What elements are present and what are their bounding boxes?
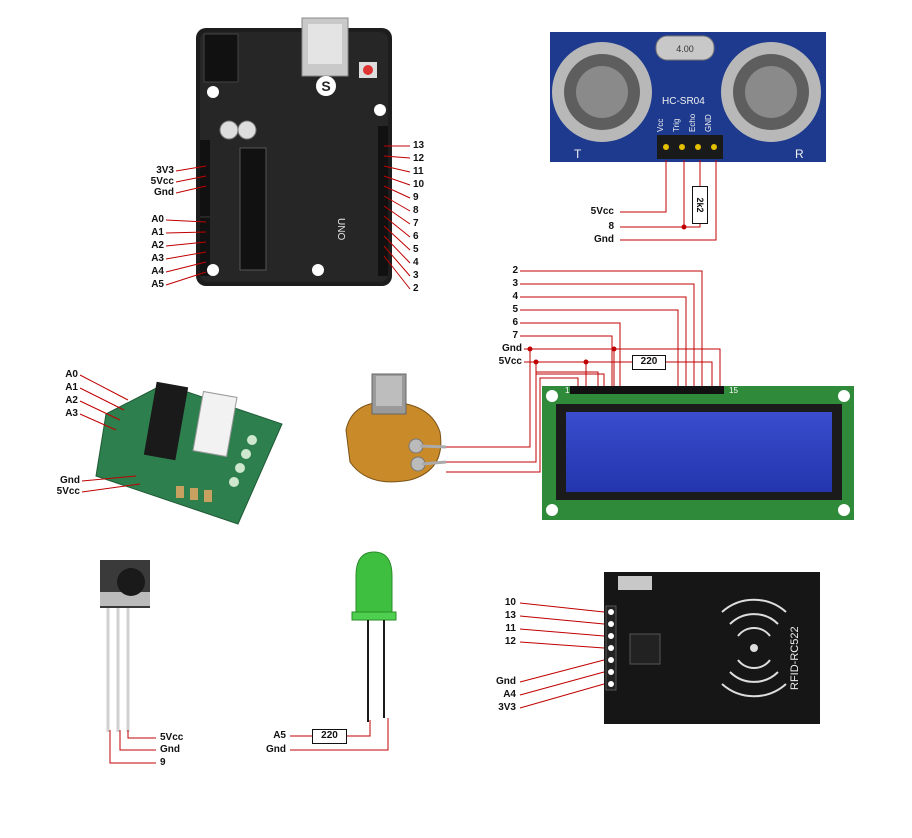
hc-sr04-wires bbox=[620, 160, 717, 241]
rfid-label-a4: A4 bbox=[503, 689, 516, 700]
rfid-rc522-module bbox=[604, 572, 820, 724]
potentiometer bbox=[345, 373, 447, 483]
hc-sr04-resistor-2k2: 2k2 bbox=[692, 186, 708, 224]
arduino-label-d8: 8 bbox=[413, 205, 419, 216]
rfid-model-text: RFID-RC522 bbox=[789, 626, 801, 690]
led-resistor-220: 220 bbox=[312, 729, 347, 744]
lcd-label-3: 3 bbox=[512, 278, 518, 289]
lcd-label-4: 4 bbox=[512, 291, 518, 302]
arduino-label-d7: 7 bbox=[413, 218, 419, 229]
rfid-label-10: 10 bbox=[504, 597, 516, 608]
arduino-label-d11: 11 bbox=[413, 166, 424, 177]
hc-sr04-r-text: R bbox=[795, 147, 804, 161]
arduino-label-a1: A1 bbox=[151, 227, 164, 238]
lcd-pin-end-text: 15 bbox=[729, 386, 738, 395]
lcd-label-6: 6 bbox=[512, 317, 518, 328]
lcd-label-gnd: Gnd bbox=[502, 343, 522, 354]
rfid-label-11: 11 bbox=[505, 623, 516, 634]
lcd-pin-start-text: 1 bbox=[565, 386, 570, 395]
rfid-label-13: 13 bbox=[504, 610, 516, 621]
arduino-label-d3: 3 bbox=[413, 270, 419, 281]
hc-sr04-crystal-text: 4.00 bbox=[676, 44, 694, 54]
stepper-label-a2: A2 bbox=[65, 395, 78, 406]
hc-sr04-module bbox=[550, 32, 826, 162]
arduino-label-a3: A3 bbox=[151, 253, 164, 264]
arduino-label-d13: 13 bbox=[413, 140, 425, 151]
arduino-label-gnd: Gnd bbox=[154, 187, 174, 198]
hc-sr04-label-gnd: Gnd bbox=[594, 234, 614, 245]
hc-sr04-model-text: HC-SR04 bbox=[662, 96, 705, 107]
arduino-label-a2: A2 bbox=[151, 240, 164, 251]
hc-sr04-label-8: 8 bbox=[608, 221, 614, 232]
stepper-label-gnd: Gnd bbox=[60, 475, 80, 486]
arduino-board: S bbox=[196, 17, 392, 286]
arduino-label-d4: 4 bbox=[413, 257, 419, 268]
arduino-label-d6: 6 bbox=[413, 231, 419, 242]
hc-sr04-label-5vcc: 5Vcc bbox=[590, 206, 614, 217]
lcd-label-5: 5 bbox=[512, 304, 518, 315]
rfid-label-3v3: 3V3 bbox=[498, 702, 516, 713]
stepper-label-a0: A0 bbox=[65, 369, 78, 380]
arduino-label-3v3: 3V3 bbox=[156, 165, 174, 176]
arduino-label-a5: A5 bbox=[151, 279, 164, 290]
green-led bbox=[351, 551, 397, 722]
rfid-label-12: 12 bbox=[504, 636, 516, 647]
arduino-label-a0: A0 bbox=[151, 214, 164, 225]
rfid-label-gnd: Gnd bbox=[496, 676, 516, 687]
hc-sr04-pin-gnd: GND bbox=[704, 114, 713, 132]
ir-label-9: 9 bbox=[160, 757, 166, 768]
arduino-uno-text: UNO bbox=[335, 218, 346, 240]
stepper-label-5vcc: 5Vcc bbox=[56, 486, 80, 497]
stepper-label-a3: A3 bbox=[65, 408, 78, 419]
ir-label-gnd: Gnd bbox=[160, 744, 180, 755]
hc-sr04-pin-echo: Echo bbox=[688, 113, 697, 132]
led-label-a5: A5 bbox=[273, 730, 286, 741]
arduino-label-5vcc: 5Vcc bbox=[150, 176, 174, 187]
hc-sr04-pin-trig: Trig bbox=[672, 119, 681, 132]
arduino-label-d10: 10 bbox=[413, 179, 425, 190]
stepper-driver-board bbox=[95, 381, 283, 525]
svg-text:S: S bbox=[321, 78, 330, 94]
hc-sr04-t-text: T bbox=[574, 147, 582, 161]
arduino-label-d12: 12 bbox=[413, 153, 425, 164]
arduino-label-d2: 2 bbox=[413, 283, 419, 294]
arduino-label-a4: A4 bbox=[151, 266, 164, 277]
arduino-label-d9: 9 bbox=[413, 192, 419, 203]
lcd-resistor-220: 220 bbox=[632, 355, 666, 370]
lcd-module bbox=[542, 386, 854, 520]
ir-label-5vcc: 5Vcc bbox=[160, 732, 184, 743]
ir-receiver bbox=[100, 560, 150, 732]
lcd-label-2: 2 bbox=[512, 265, 518, 276]
hc-sr04-pin-vcc: Vcc bbox=[656, 119, 665, 132]
arduino-label-d5: 5 bbox=[413, 244, 419, 255]
lcd-label-5vcc: 5Vcc bbox=[498, 356, 522, 367]
led-label-gnd: Gnd bbox=[266, 744, 286, 755]
stepper-label-a1: A1 bbox=[65, 382, 78, 393]
lcd-label-7: 7 bbox=[512, 330, 518, 341]
lcd-wires bbox=[446, 270, 721, 473]
